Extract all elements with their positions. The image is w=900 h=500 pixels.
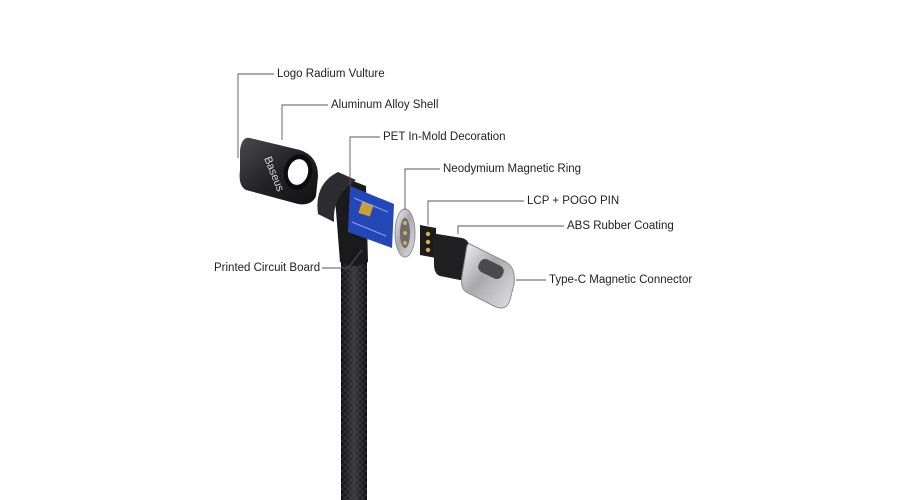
magnetic-ring xyxy=(394,208,416,258)
label-pet-in-mold-decoration: PET In-Mold Decoration xyxy=(383,131,506,143)
aluminum-shell: Baseus xyxy=(239,137,318,205)
pogo-pin-block xyxy=(420,225,436,258)
label-neodymium-magnetic-ring: Neodymium Magnetic Ring xyxy=(443,163,582,175)
label-lcp-pogo-pin: LCP + POGO PIN xyxy=(527,195,620,207)
leader-lines xyxy=(237,73,564,281)
leader-shell xyxy=(281,104,328,140)
pcb-board xyxy=(348,186,394,248)
type-c-connector xyxy=(461,243,515,309)
leader-magnet xyxy=(404,168,440,210)
leader-logo xyxy=(237,73,274,158)
label-abs-rubber-coating: ABS Rubber Coating xyxy=(567,220,674,232)
leader-pet xyxy=(349,136,380,186)
label-logo-radium-vulture: Logo Radium Vulture xyxy=(277,68,385,80)
leader-pcb xyxy=(322,249,363,269)
braided-cable xyxy=(341,258,367,500)
abs-coating xyxy=(434,233,470,281)
leader-abs xyxy=(457,225,564,234)
leader-lcp xyxy=(427,200,524,225)
label-printed-circuit-board: Printed Circuit Board xyxy=(214,262,321,274)
label-type-c-magnetic-connector: Type-C Magnetic Connector xyxy=(549,274,693,286)
label-aluminum-alloy-shell: Aluminum Alloy Shell xyxy=(331,99,439,111)
